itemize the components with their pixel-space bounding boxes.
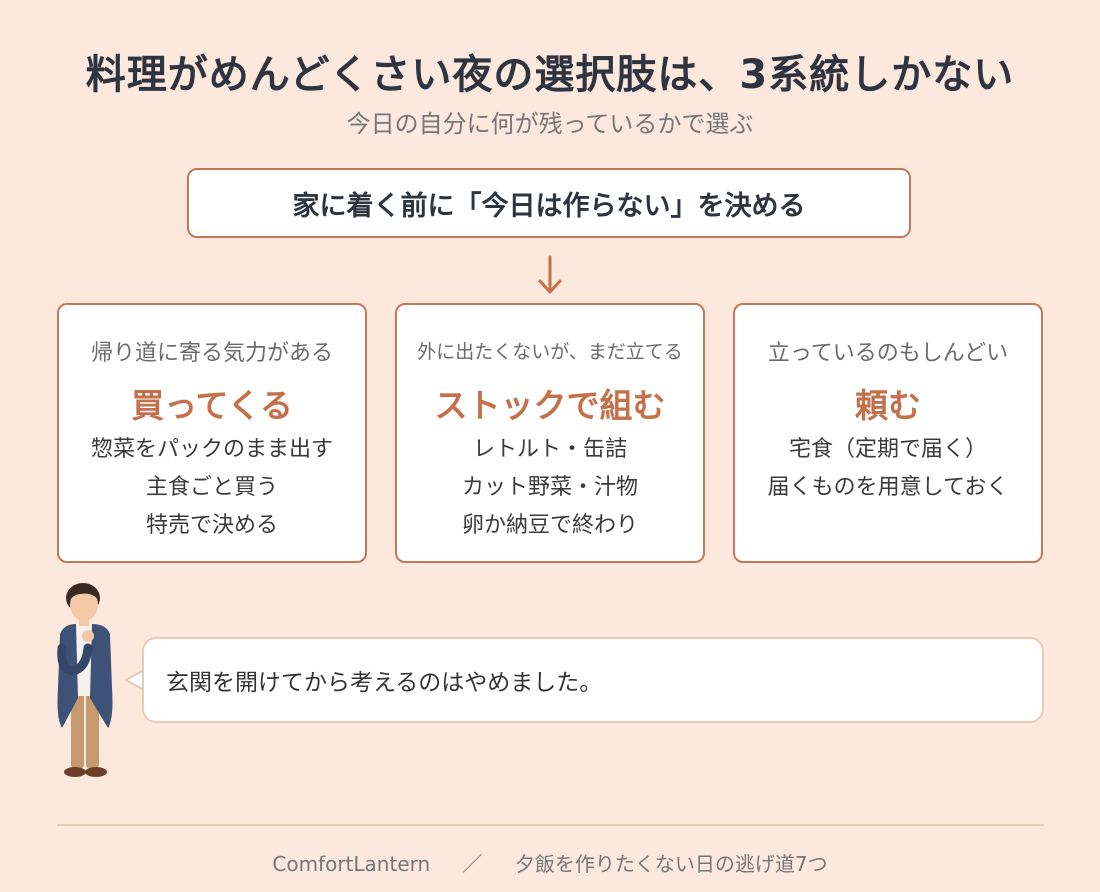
card-item-list: レトルト・缶詰 カット野菜・汁物 卵か納豆で終わり bbox=[397, 431, 703, 545]
card-item: レトルト・缶詰 bbox=[472, 437, 627, 462]
speech-text: 玄関を開けてから考えるのはやめました。 bbox=[166, 670, 603, 696]
option-card-order: 立っているのもしんどい 頼む 宅食（定期で届く） 届くものを用意しておく bbox=[733, 303, 1043, 563]
footer-divider bbox=[57, 824, 1044, 826]
card-heading: 頼む bbox=[855, 386, 921, 425]
footer-brand: ComfortLantern bbox=[272, 852, 431, 876]
decision-text: 家に着く前に「今日は作らない」を決める bbox=[292, 190, 806, 222]
card-item-list: 宅食（定期で届く） 届くものを用意しておく bbox=[735, 431, 1041, 507]
option-card-buy: 帰り道に寄る気力がある 買ってくる 惣菜をパックのまま出す 主食ごと買う 特売で… bbox=[57, 303, 367, 563]
page-subtitle: 今日の自分に何が残っているかで選ぶ bbox=[346, 110, 754, 138]
card-condition: 外に出たくないが、まだ立てる bbox=[417, 341, 683, 363]
speech-bubble: 玄関を開けてから考えるのはやめました。 bbox=[142, 637, 1044, 723]
card-condition: 帰り道に寄る気力がある bbox=[90, 341, 333, 366]
card-heading: ストックで組む bbox=[434, 386, 666, 425]
card-item: 特売で決める bbox=[145, 513, 278, 538]
footer: ComfortLantern ／ 夕飯を作りたくない日の逃げ道7つ bbox=[0, 848, 1100, 877]
card-condition: 立っているのもしんどい bbox=[767, 341, 1009, 366]
footer-article-title: 夕飯を作りたくない日の逃げ道7つ bbox=[514, 852, 828, 876]
card-item: 惣菜をパックのまま出す bbox=[90, 437, 333, 462]
decision-box: 家に着く前に「今日は作らない」を決める bbox=[187, 168, 911, 238]
card-heading: 買ってくる bbox=[131, 386, 293, 425]
card-item: 卵か納豆で終わり bbox=[461, 513, 638, 538]
card-item: カット野菜・汁物 bbox=[461, 475, 638, 500]
card-item-list: 惣菜をパックのまま出す 主食ごと買う 特売で決める bbox=[59, 431, 365, 545]
option-card-stock: 外に出たくないが、まだ立てる ストックで組む レトルト・缶詰 カット野菜・汁物 … bbox=[395, 303, 705, 563]
footer-separator: ／ bbox=[462, 852, 483, 876]
page-title: 料理がめんどくさい夜の選択肢は、3系統しかない bbox=[85, 52, 1015, 98]
card-item: 届くものを用意しておく bbox=[767, 475, 1009, 500]
card-item: 主食ごと買う bbox=[145, 475, 278, 500]
card-item: 宅食（定期で届く） bbox=[788, 437, 987, 462]
arrow-down-icon bbox=[538, 255, 562, 294]
thinking-person-illustration bbox=[57, 583, 113, 777]
